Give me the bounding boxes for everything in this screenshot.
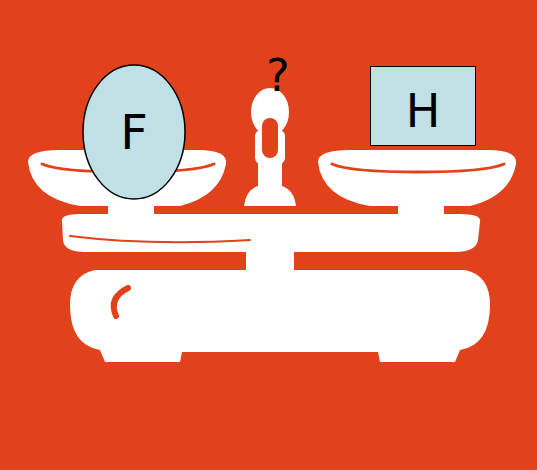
weight-letter: H <box>406 88 441 134</box>
pan-rim <box>332 164 504 172</box>
weight-letter: F <box>120 108 148 156</box>
scale-base <box>70 270 490 362</box>
ellipse-shape <box>83 65 185 199</box>
right-pan <box>318 150 516 206</box>
square-weight: H <box>370 66 476 146</box>
beam-highlight <box>70 236 250 242</box>
question-mark: ? <box>266 54 289 98</box>
base-highlight <box>114 288 128 316</box>
knob-slot <box>262 118 278 158</box>
ellipse-weight: F <box>82 64 186 200</box>
